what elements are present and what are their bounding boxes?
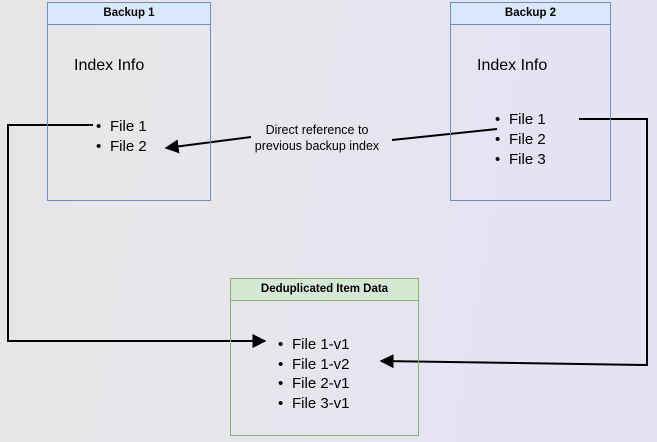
edge-label-line-1: Direct reference to <box>265 123 369 137</box>
node-backup1[interactable]: Backup 1 Index Info File 1 File 2 <box>47 2 211 201</box>
backup2-file-list: File 1 File 2 File 3 <box>495 110 546 170</box>
backup1-body: Index Info File 1 File 2 <box>48 25 210 200</box>
list-item: File 2 <box>96 137 147 157</box>
dedup-body: File 1-v1 File 1-v2 File 2-v1 File 3-v1 <box>231 301 418 435</box>
backup2-index-info-label: Index Info <box>477 57 548 74</box>
list-item: File 2-v1 <box>278 374 350 394</box>
list-item: File 1 <box>495 110 546 130</box>
backup2-header: Backup 2 <box>451 3 610 25</box>
backup1-file-list: File 1 File 2 <box>96 117 147 157</box>
node-deduplicated-item-data[interactable]: Deduplicated Item Data File 1-v1 File 1-… <box>230 278 419 436</box>
dedup-header: Deduplicated Item Data <box>231 279 418 301</box>
backup1-index-info-label: Index Info <box>74 57 145 74</box>
backup2-body: Index Info File 1 File 2 File 3 <box>451 25 610 200</box>
backup1-header: Backup 1 <box>48 3 210 25</box>
dedup-file-list: File 1-v1 File 1-v2 File 2-v1 File 3-v1 <box>278 335 350 413</box>
node-backup2[interactable]: Backup 2 Index Info File 1 File 2 File 3 <box>450 2 611 201</box>
list-item: File 1 <box>96 117 147 137</box>
list-item: File 3-v1 <box>278 394 350 414</box>
list-item: File 1-v1 <box>278 335 350 355</box>
list-item: File 1-v2 <box>278 355 350 375</box>
edge-label-direct-reference: Direct reference to previous backup inde… <box>247 122 387 154</box>
list-item: File 3 <box>495 150 546 170</box>
edge-label-line-2: previous backup index <box>254 139 380 153</box>
list-item: File 2 <box>495 130 546 150</box>
